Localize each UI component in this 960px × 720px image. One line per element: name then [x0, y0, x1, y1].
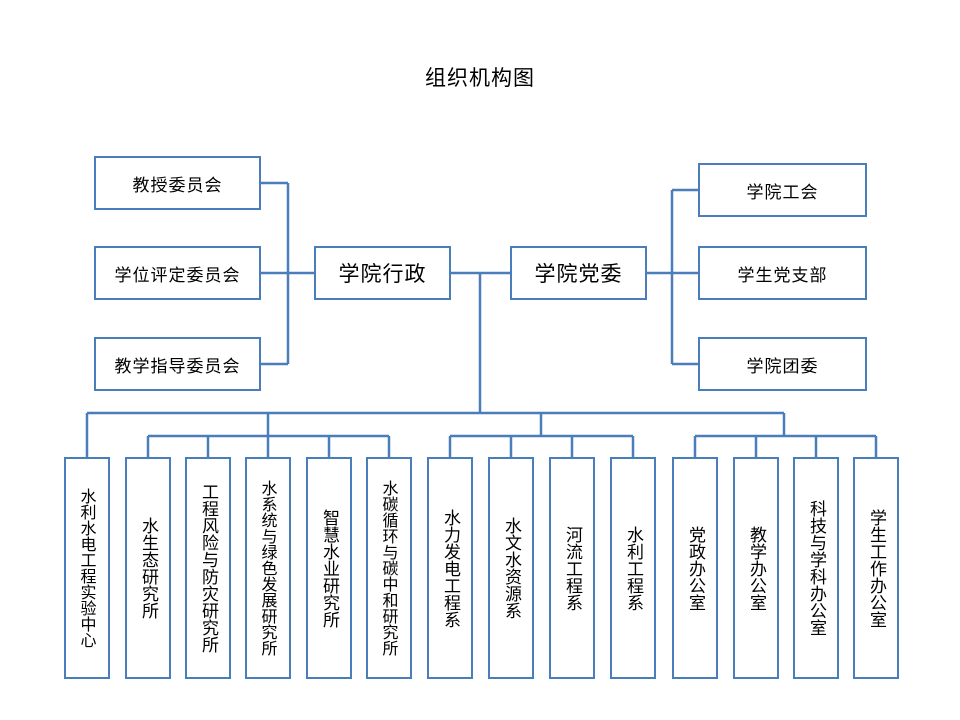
node-label: 河流工程系: [562, 525, 582, 611]
node-department: 党政办公室: [672, 457, 718, 679]
node-label: 学生工作办公室: [866, 508, 886, 628]
node-label: 水利水电工程实验中心: [77, 488, 97, 648]
node-student-party-branch: 学生党支部: [698, 246, 867, 300]
node-department: 科技与学科办公室: [793, 457, 839, 679]
node-college-administration: 学院行政: [314, 246, 451, 300]
node-label: 水利工程系: [623, 525, 643, 611]
node-label: 水碳循环与碳中和研究所: [379, 480, 399, 656]
node-degree-committee: 学位评定委员会: [94, 246, 261, 300]
node-label: 学生党支部: [737, 265, 828, 286]
node-department: 水生态研究所: [125, 457, 171, 679]
node-professor-committee: 教授委员会: [94, 156, 261, 210]
node-department: 河流工程系: [549, 457, 595, 679]
node-label: 水生态研究所: [138, 517, 158, 619]
node-college-party-committee: 学院党委: [510, 246, 647, 300]
node-label: 学院工会: [746, 182, 819, 203]
node-label: 党政办公室: [685, 525, 705, 611]
node-department: 学生工作办公室: [853, 457, 899, 679]
node-department: 水文水资源系: [488, 457, 534, 679]
node-label: 水文水资源系: [501, 517, 521, 619]
node-youth-league: 学院团委: [698, 337, 867, 391]
node-label: 学院团委: [746, 356, 819, 377]
node-department: 工程风险与防灾研究所: [185, 457, 231, 679]
node-labor-union: 学院工会: [698, 163, 867, 217]
chart-title: 组织机构图: [425, 66, 535, 90]
node-label: 水力发电工程系: [440, 508, 460, 628]
node-label: 工程风险与防灾研究所: [198, 483, 218, 653]
node-label: 教学办公室: [746, 525, 766, 611]
node-department: 水利水电工程实验中心: [64, 457, 110, 679]
node-department: 水力发电工程系: [427, 457, 473, 679]
node-department: 水系统与绿色发展研究所: [245, 457, 291, 679]
node-department: 智慧水业研究所: [306, 457, 352, 679]
node-label: 学院党委: [534, 262, 623, 286]
node-teaching-committee: 教学指导委员会: [94, 337, 261, 391]
node-label: 学院行政: [338, 262, 427, 286]
node-label: 教授委员会: [132, 175, 223, 196]
node-department: 教学办公室: [733, 457, 779, 679]
node-label: 学位评定委员会: [114, 265, 241, 286]
node-label: 水系统与绿色发展研究所: [258, 480, 278, 656]
node-department: 水利工程系: [610, 457, 656, 679]
node-label: 科技与学科办公室: [806, 500, 826, 636]
node-label: 智慧水业研究所: [319, 508, 339, 628]
node-department: 水碳循环与碳中和研究所: [366, 457, 412, 679]
node-label: 教学指导委员会: [114, 356, 241, 377]
